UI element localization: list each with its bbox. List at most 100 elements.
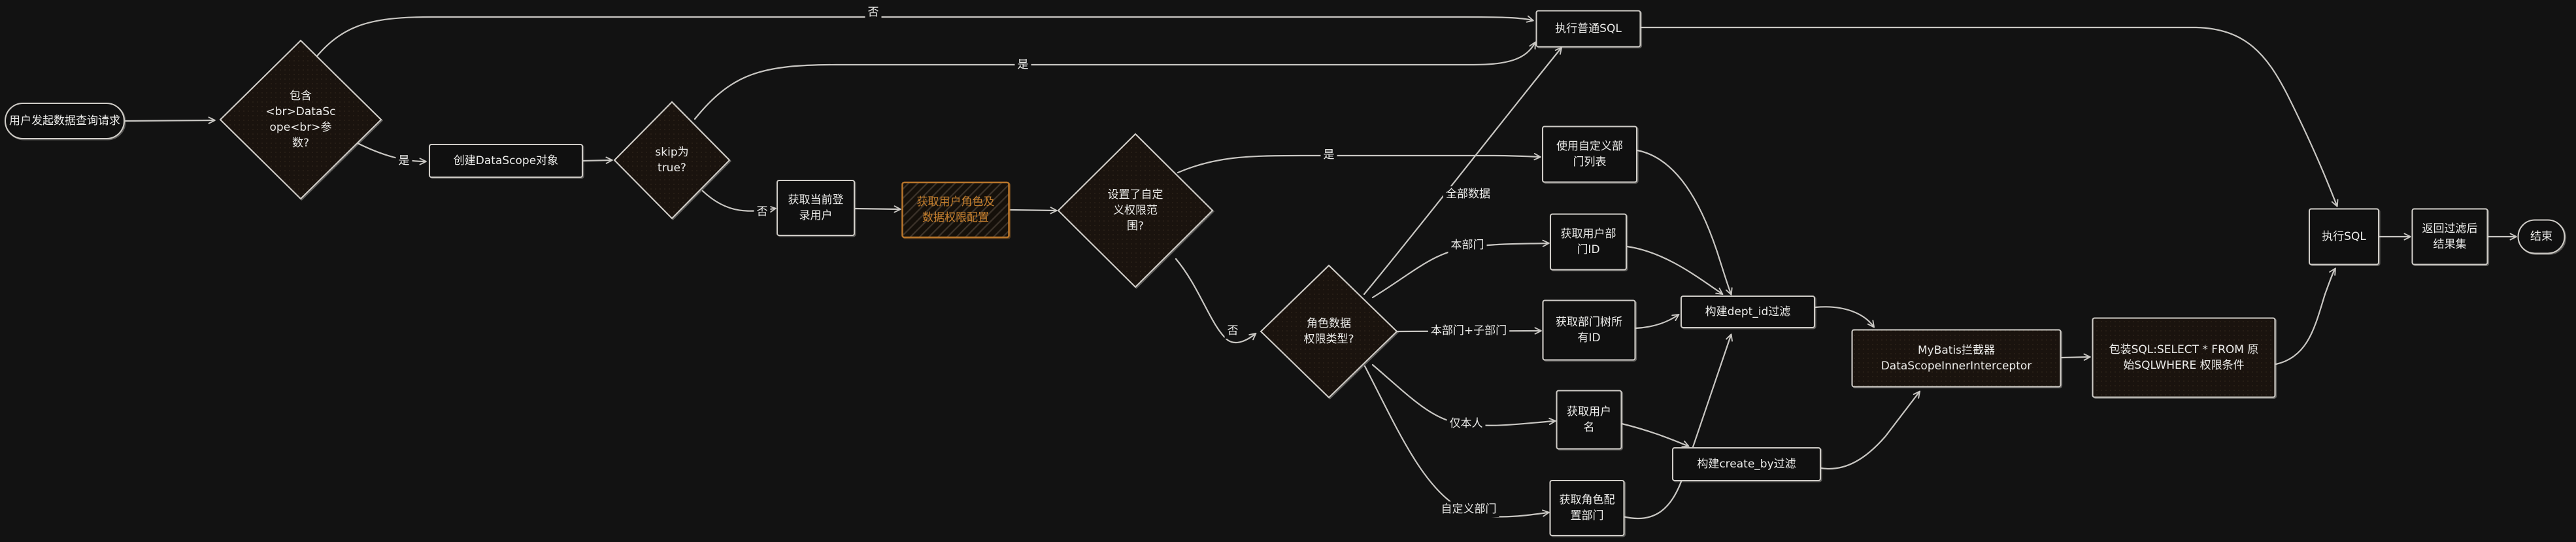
edge-label-role-scope-type-decision--get-user-dept-id: 本部门 bbox=[1451, 239, 1484, 252]
node-get-current-user-shape bbox=[776, 179, 856, 237]
node-get-user-dept-id-shape bbox=[1549, 213, 1628, 271]
edge-label-bg bbox=[865, 5, 882, 20]
node-get-user-roles-permissions-shape bbox=[901, 181, 1010, 239]
node-use-custom-dept-list-label: 使用自定义部门列表 bbox=[1556, 139, 1623, 169]
edge-label-has-datascope-param-decision--create-datascope: 是 bbox=[399, 154, 410, 167]
node-get-role-depts: 获取角色配置部门 bbox=[1549, 479, 1626, 537]
node-create-datascope: 创建DataScope对象 bbox=[428, 143, 584, 179]
node-end-shape bbox=[2517, 219, 2566, 254]
edge-label-role-scope-type-decision--get-role-depts: 自定义部门 bbox=[1441, 503, 1497, 516]
node-get-user-dept-id: 获取用户部门ID bbox=[1549, 213, 1628, 271]
edge-start--has-datascope-param-decision bbox=[123, 116, 216, 124]
edge-use-custom-dept-list--build-dept-id-filter bbox=[1636, 149, 1733, 296]
node-end: 结束 bbox=[2517, 219, 2567, 255]
edge-label-bg bbox=[1320, 147, 1337, 163]
node-build-create-by-filter-shape bbox=[1671, 447, 1822, 482]
node-get-user-dept-id-label: 获取用户部门ID bbox=[1561, 228, 1616, 256]
node-use-custom-dept-list-shape bbox=[1541, 126, 1638, 183]
node-wrap-sql-shape bbox=[2092, 317, 2276, 398]
edge-exec-plain-sql--exec-sql bbox=[1640, 26, 2339, 207]
node-get-username-shape bbox=[1556, 390, 1622, 450]
edge-label-bg bbox=[1447, 416, 1486, 432]
edge-get-dept-tree-ids--build-dept-id-filter bbox=[1634, 314, 1680, 330]
node-exec-sql-shape bbox=[2308, 208, 2380, 265]
node-get-current-user-label: 获取当前登录用户 bbox=[788, 194, 844, 222]
node-mybatis-interceptor-shape bbox=[1851, 329, 2062, 388]
node-exec-sql-label: 执行SQL bbox=[2322, 230, 2366, 243]
edge-role-scope-type-decision--exec-plain-sql bbox=[1363, 46, 1563, 296]
node-build-dept-id-filter-label: 构建dept_id过滤 bbox=[1705, 305, 1791, 318]
node-use-custom-dept-list: 使用自定义部门列表 bbox=[1541, 126, 1639, 184]
edge-wrap-sql--exec-sql bbox=[2275, 267, 2336, 365]
node-start: 用户发起数据查询请求 bbox=[4, 102, 126, 141]
edge-label-role-scope-type-decision--get-dept-tree-ids: 本部门+子部门 bbox=[1431, 324, 1507, 337]
edge-label-bg bbox=[1224, 323, 1241, 339]
node-build-create-by-filter-label: 构建create_by过滤 bbox=[1697, 458, 1796, 471]
node-start-shape bbox=[4, 102, 125, 140]
edge-label-role-scope-type-decision--get-username: 仅本人 bbox=[1450, 417, 1483, 430]
edge-has-datascope-param-decision--exec-plain-sql bbox=[309, 15, 1534, 65]
edge-label-bg bbox=[754, 204, 771, 220]
edge-label-bg bbox=[1448, 237, 1487, 253]
edge-label-bg bbox=[395, 153, 412, 169]
node-get-user-roles-permissions-label: 获取用户角色及数据权限配置 bbox=[917, 195, 995, 224]
node-build-dept-id-filter-shape bbox=[1680, 295, 1816, 329]
node-get-dept-tree-ids: 获取部门树所有ID bbox=[1542, 299, 1637, 362]
node-role-scope-type-decision-shape bbox=[1260, 264, 1398, 399]
edges-layer bbox=[123, 15, 2517, 520]
node-return-filtered-results-shape bbox=[2411, 208, 2488, 265]
node-build-dept-id-filter: 构建dept_id过滤 bbox=[1680, 295, 1816, 330]
node-wrap-sql-label: 包装SQL:SELECT * FROM 原始SQLWHERE 权限条件 bbox=[2109, 343, 2259, 372]
node-create-datascope-label: 创建DataScope对象 bbox=[454, 154, 558, 167]
edge-label-role-scope-type-decision--exec-plain-sql: 全部数据 bbox=[1446, 188, 1490, 201]
edge-build-create-by-filter--mybatis-interceptor bbox=[1820, 390, 1921, 470]
node-wrap-sql: 包装SQL:SELECT * FROM 原始SQLWHERE 权限条件 bbox=[2092, 317, 2277, 399]
edge-label-bg bbox=[1014, 57, 1031, 73]
edge-label-custom-scope-decision--role-scope-type-decision: 否 bbox=[1228, 324, 1239, 337]
node-role-scope-type-decision-label: 角色数据权限类型? bbox=[1303, 317, 1354, 346]
node-exec-plain-sql: 执行普通SQL bbox=[1535, 10, 1643, 48]
node-create-datascope-shape bbox=[428, 143, 584, 178]
edge-label-bg bbox=[1438, 501, 1499, 517]
edge-get-user-roles-permissions--custom-scope-decision bbox=[1009, 207, 1058, 214]
edge-label-bg bbox=[1428, 323, 1510, 339]
node-get-user-roles-permissions: 获取用户角色及数据权限配置 bbox=[901, 181, 1011, 239]
edge-has-datascope-param-decision--create-datascope bbox=[355, 141, 427, 165]
node-get-username-label: 获取用户名 bbox=[1567, 405, 1611, 434]
node-exec-sql: 执行SQL bbox=[2308, 208, 2381, 266]
node-get-current-user: 获取当前登录用户 bbox=[776, 179, 856, 237]
edge-get-username--build-create-by-filter bbox=[1620, 422, 1690, 448]
edge-get-role-depts--build-dept-id-filter bbox=[1622, 333, 1733, 520]
edge-label-skip-true-decision--exec-plain-sql: 是 bbox=[1018, 58, 1029, 71]
edge-label-custom-scope-decision--use-custom-dept-list: 是 bbox=[1324, 148, 1335, 161]
node-custom-scope-decision-shape bbox=[1057, 133, 1214, 288]
edge-role-scope-type-decision--get-role-depts bbox=[1363, 365, 1550, 518]
node-custom-scope-decision-label: 设置了自定义权限范围? bbox=[1108, 188, 1163, 233]
node-get-dept-tree-ids-label: 获取部门树所有ID bbox=[1556, 316, 1622, 345]
node-has-datascope-param-decision-shape bbox=[219, 39, 382, 200]
node-get-role-depts-shape bbox=[1549, 479, 1625, 537]
node-build-create-by-filter: 构建create_by过滤 bbox=[1671, 447, 1822, 483]
edge-skip-true-decision--exec-plain-sql bbox=[694, 41, 1536, 120]
edge-label-bg bbox=[1443, 186, 1493, 202]
edge-build-dept-id-filter--mybatis-interceptor bbox=[1814, 306, 1875, 328]
edge-get-user-dept-id--build-dept-id-filter bbox=[1626, 245, 1724, 296]
edge-custom-scope-decision--use-custom-dept-list bbox=[1177, 153, 1541, 174]
node-start-label: 用户发起数据查询请求 bbox=[9, 114, 120, 127]
edge-create-datascope--skip-true-decision bbox=[581, 156, 613, 164]
node-custom-scope-decision: 设置了自定义权限范围? bbox=[1057, 133, 1215, 289]
node-get-username: 获取用户名 bbox=[1556, 390, 1624, 450]
node-end-label: 结束 bbox=[2530, 230, 2552, 243]
node-role-scope-type-decision: 角色数据权限类型? bbox=[1260, 264, 1399, 399]
node-exec-plain-sql-label: 执行普通SQL bbox=[1555, 22, 1622, 35]
edge-label-has-datascope-param-decision--exec-plain-sql: 否 bbox=[868, 6, 879, 19]
node-exec-plain-sql-shape bbox=[1535, 10, 1641, 48]
